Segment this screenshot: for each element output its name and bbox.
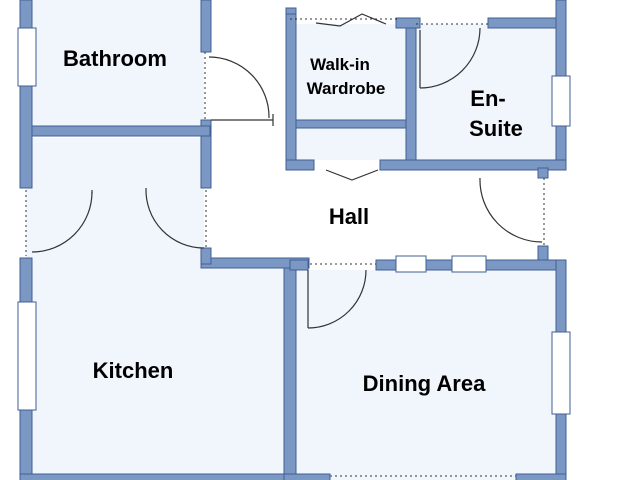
room-label-en-suite-line1: En- bbox=[470, 86, 505, 111]
doors bbox=[31, 13, 543, 329]
kitchen-top-wall-stub bbox=[200, 247, 212, 265]
hall-right-wall-stub-bottom bbox=[537, 245, 549, 261]
room-label-dining-area: Dining Area bbox=[363, 371, 486, 396]
window-en-suite bbox=[551, 75, 571, 127]
dining-bottom-wall-left bbox=[283, 473, 331, 480]
room-label-hall: Hall bbox=[329, 204, 369, 229]
windows bbox=[17, 27, 571, 415]
bathroom-bottom-wall bbox=[31, 125, 211, 137]
door-en-suite-swing bbox=[419, 27, 481, 89]
window-kitchen bbox=[17, 301, 37, 411]
dining-top-wall-left bbox=[289, 259, 309, 271]
en-suite-floor bbox=[414, 24, 556, 160]
window-dining-top-2 bbox=[451, 255, 487, 273]
openings bbox=[25, 18, 545, 477]
door-dining-swing bbox=[307, 269, 367, 329]
wardrobe-right-wall bbox=[405, 25, 417, 161]
wardrobe-shelf-wall bbox=[295, 119, 407, 129]
bottom-walls bbox=[19, 473, 567, 480]
kitchen-bottom-wall bbox=[19, 473, 297, 480]
walk-in-wardrobe-floor bbox=[296, 24, 406, 160]
room-label-walk-in-wardrobe-line2: Wardrobe bbox=[307, 79, 386, 98]
dining-bottom-wall-right bbox=[515, 473, 567, 480]
kitchen-right-wall bbox=[283, 261, 297, 480]
wardrobe-top-wall-left bbox=[285, 7, 297, 15]
door-kitchen-left-swing bbox=[31, 191, 93, 253]
ensuite-bottom-wall bbox=[379, 159, 567, 171]
room-floors bbox=[26, 0, 558, 480]
door-wardrobe-bottom-bifold bbox=[325, 169, 379, 181]
window-dining-right bbox=[551, 331, 571, 415]
room-label-kitchen: Kitchen bbox=[93, 358, 174, 383]
door-hall-right-swing bbox=[479, 177, 543, 243]
door-bathroom-swing bbox=[208, 56, 270, 119]
dining-area-floor bbox=[296, 270, 558, 480]
door-kitchen-right-swing bbox=[145, 187, 205, 249]
bathroom-right-wall-mid bbox=[200, 119, 212, 189]
wardrobe-top-wall-right bbox=[395, 17, 421, 29]
kitchen-lower-floor bbox=[26, 268, 288, 480]
hall-right-wall-stub-top bbox=[537, 167, 549, 179]
room-label-en-suite-line2: Suite bbox=[469, 116, 523, 141]
bathroom-right-wall-top bbox=[200, 0, 212, 53]
room-labels: Bathroom Walk-in Wardrobe En- Suite Hall… bbox=[63, 46, 523, 396]
room-label-bathroom: Bathroom bbox=[63, 46, 167, 71]
room-label-walk-in-wardrobe-line1: Walk-in bbox=[310, 55, 370, 74]
wardrobe-bottom-wall-left bbox=[285, 159, 315, 171]
ensuite-top-wall bbox=[487, 17, 557, 29]
window-dining-top-1 bbox=[395, 255, 427, 273]
window-bathroom bbox=[17, 27, 37, 87]
bathroom-floor bbox=[26, 0, 204, 130]
door-wardrobe-top-bifold bbox=[315, 13, 387, 27]
wardrobe-left-wall bbox=[285, 7, 297, 171]
